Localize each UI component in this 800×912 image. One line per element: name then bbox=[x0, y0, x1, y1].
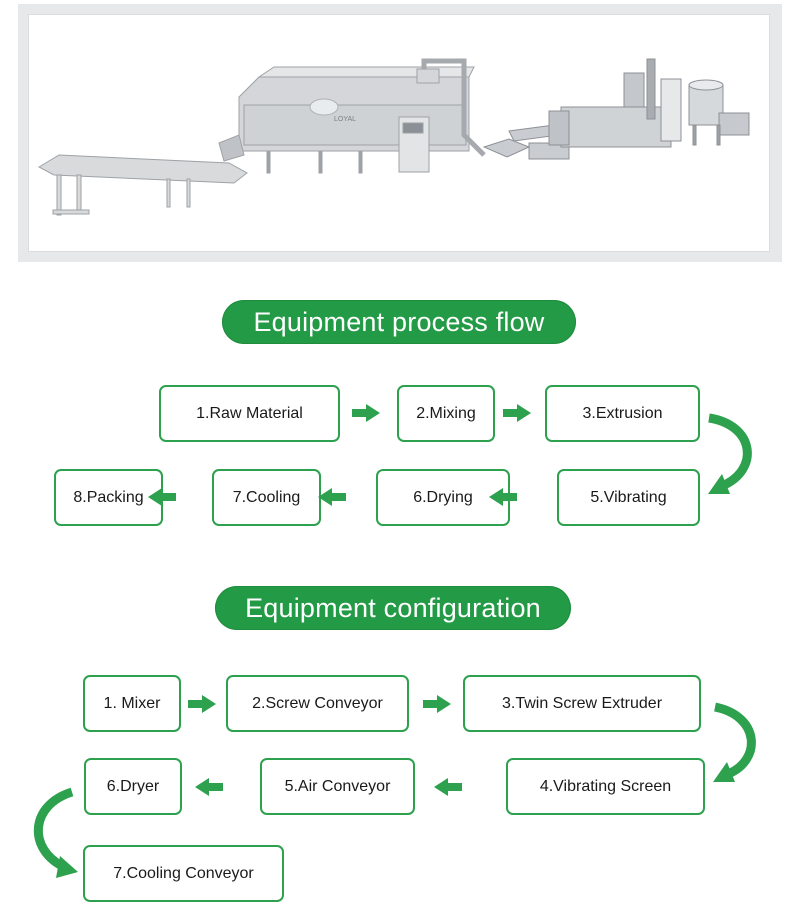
process-step-2: 2.Mixing bbox=[397, 385, 495, 442]
config-step-3-label: 3.Twin Screw Extruder bbox=[501, 694, 663, 712]
config-step-1: 1. Mixer bbox=[83, 675, 181, 732]
config-step-5: 5.Air Conveyor bbox=[260, 758, 415, 815]
process-flow-title: Equipment process flow bbox=[222, 300, 576, 344]
arrow-right-icon bbox=[503, 404, 531, 422]
process-step-7: 7.Cooling bbox=[212, 469, 321, 526]
photo-logo-text: LOYAL bbox=[334, 116, 356, 123]
process-step-1-label: 1.Raw Material bbox=[196, 404, 303, 422]
arrow-right-icon bbox=[188, 695, 216, 713]
product-photo-frame: LOYAL bbox=[18, 4, 782, 262]
configuration-title-text: Equipment configuration bbox=[245, 592, 541, 623]
arrow-left-icon bbox=[434, 778, 462, 796]
config-step-1-label: 1. Mixer bbox=[103, 694, 161, 712]
config-step-6-label: 6.Dryer bbox=[106, 777, 160, 795]
process-step-5: 5.Vibrating bbox=[557, 469, 700, 526]
curved-arrow-icon bbox=[708, 413, 752, 494]
configuration-title: Equipment configuration bbox=[215, 586, 571, 630]
process-step-2-label: 2.Mixing bbox=[416, 404, 476, 422]
config-step-2-label: 2.Screw Conveyor bbox=[252, 694, 383, 712]
process-step-6-label: 6.Drying bbox=[413, 488, 473, 506]
process-step-8-label: 8.Packing bbox=[73, 488, 144, 506]
process-step-8: 8.Packing bbox=[54, 469, 163, 526]
arrow-left-icon bbox=[318, 488, 346, 506]
process-step-3-label: 3.Extrusion bbox=[582, 404, 663, 422]
production-line-illustration: LOYAL bbox=[37, 58, 750, 216]
process-step-1: 1.Raw Material bbox=[159, 385, 340, 442]
curved-arrow-icon bbox=[34, 787, 78, 878]
curved-arrow-icon bbox=[713, 702, 756, 782]
config-step-4-label: 4.Vibrating Screen bbox=[539, 777, 672, 795]
process-flow-title-text: Equipment process flow bbox=[253, 306, 545, 337]
config-step-5-label: 5.Air Conveyor bbox=[284, 777, 391, 795]
config-step-6: 6.Dryer bbox=[84, 758, 182, 815]
production-line-image: LOYAL bbox=[28, 14, 770, 252]
process-step-5-label: 5.Vibrating bbox=[590, 488, 667, 506]
config-step-4: 4.Vibrating Screen bbox=[506, 758, 705, 815]
config-step-3: 3.Twin Screw Extruder bbox=[463, 675, 701, 732]
process-step-3: 3.Extrusion bbox=[545, 385, 700, 442]
arrow-right-icon bbox=[352, 404, 380, 422]
process-step-6: 6.Drying bbox=[376, 469, 510, 526]
config-step-2: 2.Screw Conveyor bbox=[226, 675, 409, 732]
arrow-right-icon bbox=[423, 695, 451, 713]
arrow-left-icon bbox=[195, 778, 223, 796]
config-step-7-label: 7.Cooling Conveyor bbox=[113, 864, 254, 882]
process-step-7-label: 7.Cooling bbox=[232, 488, 301, 506]
config-step-7: 7.Cooling Conveyor bbox=[83, 845, 284, 902]
